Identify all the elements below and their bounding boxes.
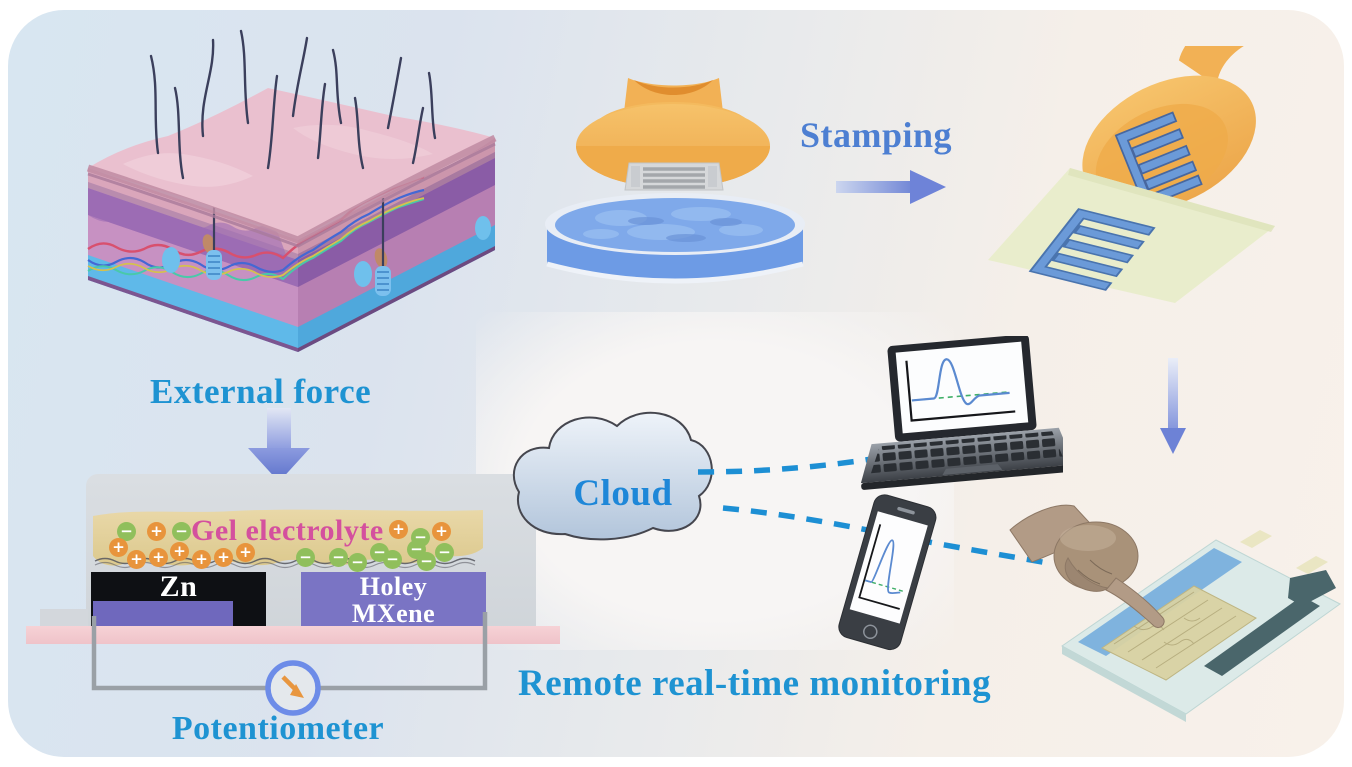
cloud-label: Cloud	[573, 473, 673, 514]
down-arrow-icon	[1160, 358, 1186, 454]
cloud-icon	[513, 411, 713, 541]
laptop-icon	[860, 336, 1063, 490]
force-arrow-icon	[248, 408, 310, 482]
potentiometer-label: Potentiometer	[171, 710, 385, 747]
printed-substrate-icon	[988, 168, 1275, 303]
skin-hairs	[149, 29, 437, 180]
device-substrate	[26, 626, 560, 644]
stamp-mold-icon	[576, 78, 770, 191]
circuit-wires	[91, 612, 488, 716]
skin-illustration	[86, 29, 497, 352]
zn-label: Zn	[159, 570, 198, 603]
external-force-label: External force	[150, 372, 372, 411]
phone-plot-curve	[865, 539, 901, 595]
mxene-label-line1: Holey	[359, 572, 428, 601]
petri-dish-icon	[545, 193, 805, 284]
mxene-electrode	[301, 572, 486, 628]
gel-electrolyte-label: Gel electrolyte	[191, 514, 384, 547]
remote-monitoring-label: Remote real-time monitoring	[518, 663, 992, 704]
hand-icon	[1009, 504, 1165, 629]
phone-screen	[849, 511, 928, 624]
laptop-screen	[895, 341, 1029, 434]
smartphone-icon	[838, 494, 937, 651]
mxene-label: Holey MXene	[301, 573, 486, 627]
figure-card: Stamping	[8, 10, 1344, 757]
stamp-transfer-icon	[1082, 46, 1283, 211]
mxene-label-line2: MXene	[351, 599, 436, 628]
stamping-arrow-icon	[836, 170, 946, 204]
zn-electrode-underlayer	[93, 601, 233, 628]
laptop-plot-curve	[911, 358, 1010, 406]
stamping-label: Stamping	[800, 115, 953, 155]
